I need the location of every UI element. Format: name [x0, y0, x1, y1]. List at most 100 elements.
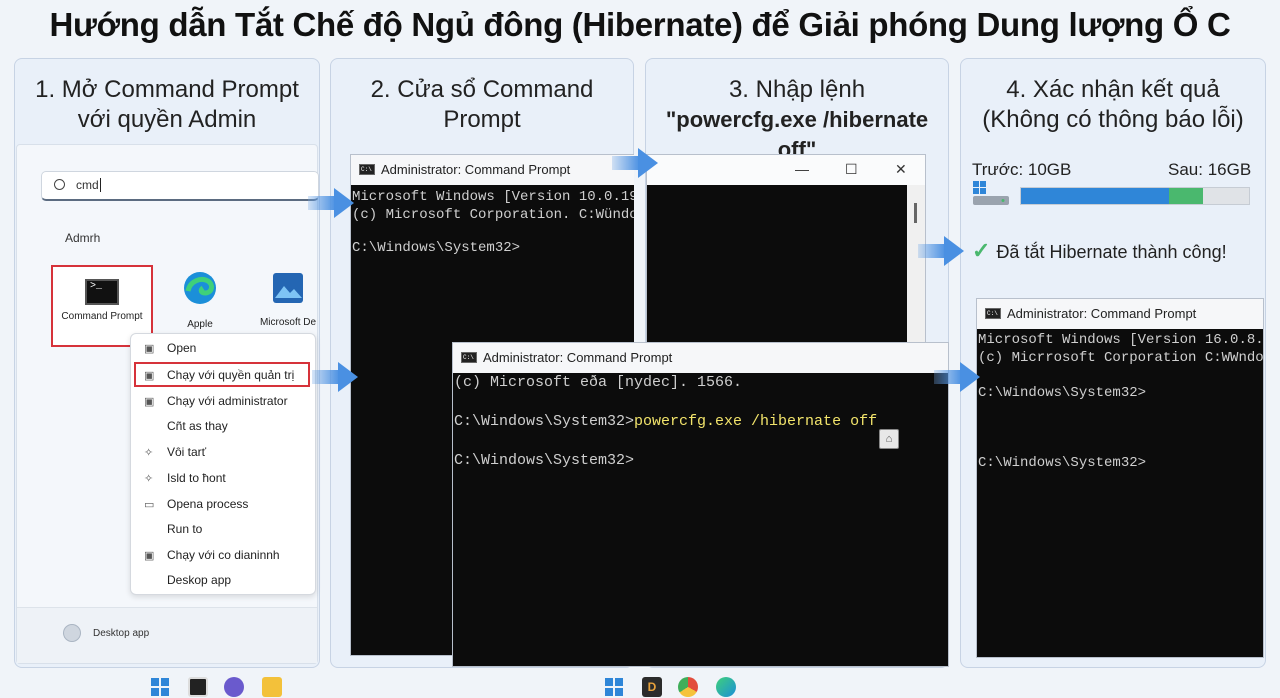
- windows-start-icon[interactable]: [604, 677, 624, 697]
- arrow-right-icon: [934, 362, 982, 392]
- cmd-window-step3-back: — ☐ ✕: [646, 154, 926, 344]
- search-value: cmd: [76, 178, 99, 192]
- section-label: Admrh: [65, 231, 101, 245]
- terminal-prompt: C:\Windows\System32>: [978, 385, 1147, 401]
- title-bar: C:\ Administrator: Command Prompt: [453, 343, 948, 373]
- terminal-line: Microsoft Windows [Version 16.0.8.2: [978, 332, 1264, 348]
- menu-item-desktop-app[interactable]: Deskop app: [131, 569, 315, 594]
- menu-label: Isld to ħont: [167, 471, 226, 485]
- minimize-button[interactable]: —: [795, 161, 809, 177]
- terminal-prompt: C:\Windows\System32>: [454, 452, 635, 469]
- title-bar: [647, 155, 925, 185]
- arrow-right-icon: [312, 362, 360, 392]
- cursor-icon: ⌂: [879, 429, 899, 449]
- menu-label: Chạy với administrator: [167, 394, 288, 408]
- cmd-window-step3: C:\ Administrator: Command Prompt (c) Mic…: [452, 342, 949, 667]
- cmd-window-icon: C:\: [461, 352, 477, 363]
- menu-item-pin-start[interactable]: ✧Vôi tarť: [131, 441, 315, 466]
- app-microsoft[interactable]: Microsoft De: [253, 269, 323, 328]
- terminal-app-icon[interactable]: D: [642, 677, 662, 697]
- terminal-line: (c) Microsoft eða [nydec]. 1566.: [454, 374, 743, 391]
- terminal-command-line: C:\Windows\System32>powercfg.exe /hibern…: [454, 413, 877, 431]
- user-avatar-icon[interactable]: [63, 624, 81, 642]
- step-4-heading: 4. Xác nhận kết quả: [1006, 76, 1220, 103]
- menu-item-cut[interactable]: Cñt as thay: [131, 415, 315, 440]
- after-size-label: Sau: 16GB: [1168, 160, 1252, 179]
- shield-icon: ▣: [144, 370, 155, 382]
- window-title: Administrator: Command Prompt: [1007, 306, 1197, 321]
- app-label: Command Prompt: [61, 311, 143, 322]
- step-2-heading: 2. Cửa sổ Command: [370, 76, 594, 103]
- file-explorer-icon[interactable]: [262, 677, 282, 697]
- search-icon: [54, 179, 65, 190]
- step-3-heading: 3. Nhập lệnh: [728, 76, 866, 103]
- command-prompt-icon: >_: [85, 279, 119, 305]
- before-size-label: Trước: 10GB: [972, 160, 1072, 179]
- menu-label: Opena process: [167, 497, 249, 511]
- chat-icon[interactable]: [224, 677, 244, 697]
- scrollbar[interactable]: [907, 185, 925, 343]
- start-menu-footer: Desktop app: [17, 607, 317, 663]
- arrow-right-icon: [918, 236, 966, 266]
- menu-item-pin-front[interactable]: ✧ Isld to ħont: [131, 467, 315, 492]
- checkmark-icon: ✓: [972, 238, 991, 263]
- typed-command: powercfg.exe /hibernate off: [634, 413, 878, 430]
- terminal-prompt: C:\Windows\System32>: [978, 455, 1147, 471]
- edge-icon[interactable]: [716, 677, 736, 697]
- menu-item-open[interactable]: ▣ Open: [131, 337, 315, 362]
- context-menu: ▣ Open ▣Chạy với quyền quản trị ▣ Chạy với…: [130, 333, 316, 595]
- step-2-subheading: Prompt: [443, 106, 521, 133]
- menu-label: Cñt as thay: [167, 419, 228, 433]
- folder-icon: ▭: [144, 499, 155, 511]
- menu-label: Open: [167, 341, 197, 355]
- footer-user-label: Desktop app: [93, 628, 150, 639]
- search-input[interactable]: cmd: [41, 171, 319, 201]
- arrow-right-icon: [612, 148, 660, 178]
- disk-usage-bar: [1020, 187, 1250, 205]
- scrollbar-thumb[interactable]: [914, 203, 917, 223]
- success-text: Đã tắt Hibernate thành công!: [996, 242, 1227, 262]
- window-title: Administrator: Command Prompt: [483, 350, 673, 365]
- shield-icon: ▣: [144, 550, 155, 562]
- chrome-icon[interactable]: [678, 677, 698, 697]
- drive-icon: [973, 181, 1009, 205]
- window-title: Administrator: Command Prompt: [381, 162, 571, 177]
- step-1-heading: 1. Mở Command Prompt: [35, 76, 299, 103]
- menu-item-run-as-admin[interactable]: ▣Chạy với quyền quản trị: [134, 362, 310, 387]
- menu-label: Deskop app: [167, 573, 232, 587]
- app-apple[interactable]: Apple: [163, 269, 237, 330]
- menu-item-open-process[interactable]: ▭ Opena process: [131, 493, 315, 518]
- title-bar: C:\ Administrator: Command Prompt: [977, 299, 1263, 329]
- step-1-subheading: với quyền Admin: [77, 106, 257, 133]
- cmd-window-step4: C:\ Administrator: Command Prompt Microso…: [976, 298, 1264, 658]
- cmd-window-icon: C:\: [985, 308, 1001, 319]
- menu-item-run-to[interactable]: Run to: [131, 518, 315, 543]
- menu-item-run-administrator[interactable]: ▣ Chạy với administrator: [131, 390, 315, 415]
- pin-icon: ✧: [144, 473, 154, 485]
- freed-space-fill: [1169, 188, 1204, 204]
- title-bar: C:\ Administrator: Command Prompt: [351, 155, 634, 185]
- menu-label: Run to: [167, 522, 203, 536]
- start-menu: cmd Admrh >_ Command Prompt Apple Micros…: [16, 144, 319, 664]
- edge-icon: [184, 272, 216, 304]
- maximize-button[interactable]: ☐: [845, 161, 858, 177]
- success-message: ✓Đã tắt Hibernate thành công!: [972, 238, 1227, 264]
- step-4-subheading: (Không có thông báo lỗi): [982, 106, 1244, 133]
- step-3-command-heading: "powercfg.exe /hibernate off": [665, 107, 929, 162]
- close-button[interactable]: ✕: [895, 161, 907, 177]
- terminal-prompt: C:\Windows\System32>: [352, 240, 521, 256]
- open-icon: ▣: [144, 343, 155, 355]
- terminal-prompt: C:\Windows\System32>: [454, 413, 635, 430]
- page-title: Hướng dẫn Tắt Chế độ Ngủ đông (Hibernate…: [49, 6, 1231, 43]
- shield-icon: ▣: [144, 396, 155, 408]
- windows-start-icon[interactable]: [150, 677, 170, 697]
- terminal-line: (c) Microsoft Corporation. C:Wündo: [352, 207, 634, 223]
- pin-icon: ✧: [144, 447, 154, 459]
- task-view-icon[interactable]: [188, 677, 208, 697]
- cmd-window-icon: C:\: [359, 164, 375, 175]
- menu-label: Chạy với co dianinnh: [167, 548, 280, 562]
- terminal-line: Microsoft Windows [Version 10.0.1906: [352, 189, 634, 205]
- used-space-fill: [1021, 188, 1170, 204]
- menu-item-run-with[interactable]: ▣ Chạy với co dianinnh: [131, 544, 315, 569]
- photos-icon: [273, 273, 303, 303]
